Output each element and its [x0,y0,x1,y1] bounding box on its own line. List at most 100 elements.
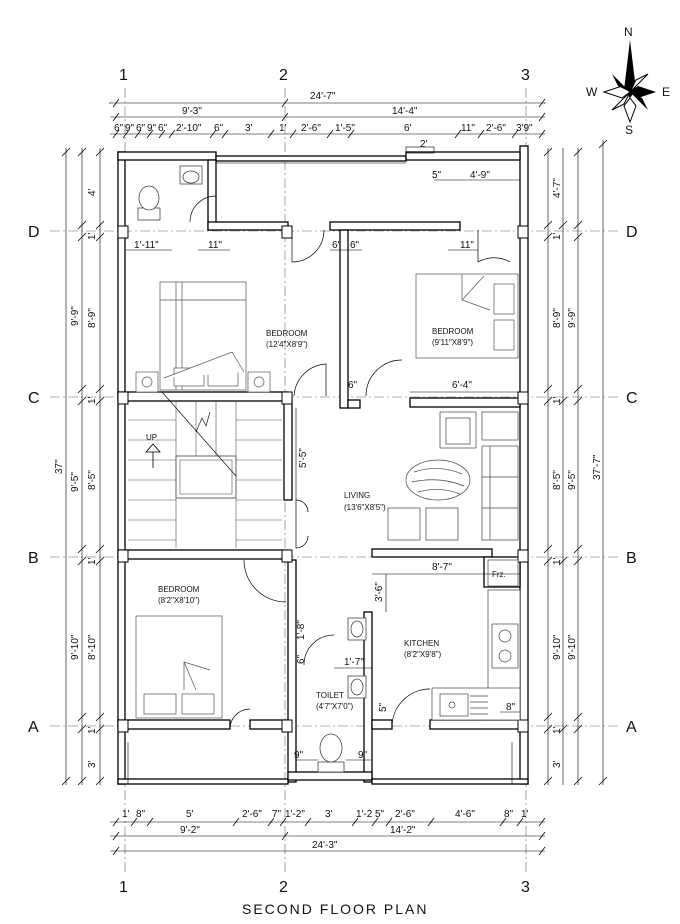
dim-inner: 8'-7" [432,562,452,573]
dim-top-seg: 6' [404,123,412,134]
compass-n: N [624,25,633,39]
grid-row-a-left: A [28,719,39,736]
dim-bot-seg: 2'-6" [242,809,262,820]
dim-top-seg: 1'-5" [335,123,355,134]
dim-left-seg: 1' [87,232,98,240]
grid-col-3-top: 3 [521,67,530,84]
stair-up-label: UP [146,433,157,442]
room-size: (8'2"X9'8") [404,650,442,659]
dim-inner: 5" [378,702,389,712]
doors [189,195,511,730]
grid-row-b-left: B [28,550,39,567]
dim-inner: 6" [350,240,360,251]
dim-top-right: 14'-4" [392,106,418,117]
dim-left-inner: 8'-10" [87,634,98,660]
dim-top-seg: 2'-6" [486,123,506,134]
dim-top-seg: 9" [147,123,157,134]
bed-icon [415,273,519,359]
dim-top-seg: 2'-10" [176,123,202,134]
dim-left-seg: 9'-10" [70,634,81,660]
drawing-title: SECOND FLOOR PLAN [242,901,428,917]
dim-right-seg: 3' [552,760,563,768]
dim-right-outer-seg: 9'-9" [567,308,578,328]
dimension-lines [65,101,604,852]
dim-inner: 6" [296,654,307,664]
inner-dim-lines [126,151,520,761]
dim-right-seg: 1' [552,726,563,734]
dim-bot-seg: 5" [375,809,385,820]
up-arrow-icon [145,443,161,468]
dim-inner: 6" [332,240,342,251]
dim-top-seg: 6" [158,123,168,134]
dim-bot-seg: 1' [521,809,529,820]
dim-top-seg: 6" [114,123,124,134]
dim-bot-seg: 1'-2 [356,809,373,820]
columns [117,225,529,733]
sofa-set [387,411,519,541]
dim-left-seg: 9'-5" [70,472,81,492]
dim-top-seg: 3' [245,123,253,134]
dim-bot-seg: 2'-6" [395,809,415,820]
dim-bot-seg: 3' [325,809,333,820]
room-label: BEDROOM [158,585,200,594]
dim-bot-seg: 1' [122,809,130,820]
dim-top-seg: 9" [125,123,135,134]
dim-bot-seg: 5' [186,809,194,820]
dim-inner: 3'-6" [374,582,385,602]
dim-left-inner: 8'-5" [87,470,98,490]
room-size: (12'4"X8'9") [266,340,308,349]
compass-icon: N W E S [586,25,670,137]
dim-left-seg: 1' [87,396,98,404]
window-line [117,146,513,784]
dim-inner: 11" [460,240,474,251]
room-label: LIVING [344,491,370,500]
dim-left-seg: 3' [87,760,98,768]
dim-bot-seg: 8" [136,809,146,820]
dim-inner: 9" [358,750,368,761]
grid-row-d-left: D [28,224,40,241]
kitchen-counter [431,559,521,721]
dim-right-outer-seg: 9'-10" [567,634,578,660]
toilet-icon [137,165,367,773]
compass-e: E [662,85,670,99]
dim-right-seg: 1' [552,232,563,240]
dim-right-seg: 8'-5" [552,470,563,490]
dim-inner: 5" [432,170,442,181]
dim-left-inner: 8'-9" [87,308,98,328]
dim-inner: 4'-9" [470,170,490,181]
grid-row-a-right: A [626,719,637,736]
dim-top-seg: 1' [279,123,287,134]
grid-row-c-left: C [28,390,40,407]
compass-s: S [625,123,633,137]
grid-row-b-right: B [626,550,637,567]
room-label: BEDROOM [432,327,474,336]
room-size: (4'7"X7'0") [316,702,354,711]
staircase [128,391,282,548]
grid-col-1-top: 1 [119,67,128,84]
compass-w: W [586,85,598,99]
dim-top-seg: 2'-6" [301,123,321,134]
grid-row-c-right: C [626,390,638,407]
room-size: (9'11"X8'9") [432,338,473,347]
dim-inner: 1'-11" [134,240,159,251]
dim-right-seg: 1' [552,557,563,565]
bed-icon [135,615,223,719]
room-label: TOILET [316,691,344,700]
fridge-label: Frz. [492,570,506,579]
dim-top-seg: 11" [461,123,475,134]
dim-inner: 11" [208,240,222,251]
dim-right-seg: 9'-10" [552,634,563,660]
grid-col-1-bottom: 1 [119,879,128,896]
dim-left-seg: 9'-9" [70,306,81,326]
dim-bot-seg: 1'-2" [285,809,305,820]
dim-bot-right: 14'-2" [390,825,416,836]
dim-top-seg: 6" [214,123,224,134]
dim-bot-left: 9'-2" [180,825,200,836]
bed-icon [135,281,271,393]
room-label: KITCHEN [404,639,439,648]
dim-left-outer: 37" [54,459,65,474]
dim-top-total: 24'-7" [310,91,336,102]
dim-left-seg: 1' [87,557,98,565]
dim-right-seg: 1' [552,396,563,404]
